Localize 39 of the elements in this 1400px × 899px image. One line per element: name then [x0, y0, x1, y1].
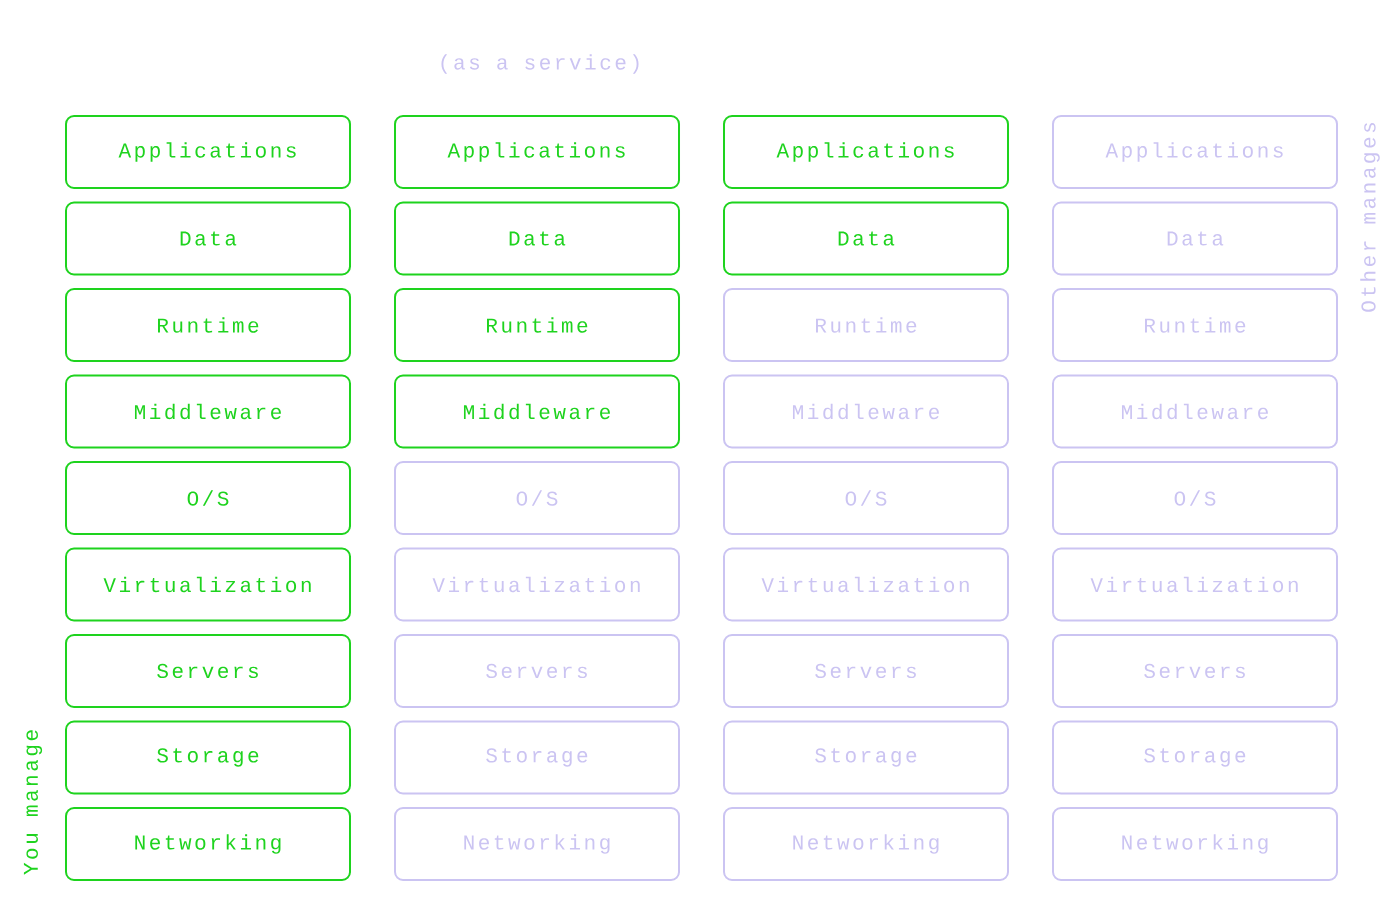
layer-box: Middleware — [1052, 374, 1338, 449]
layer-box: Virtualization — [1052, 547, 1338, 622]
layer-box: O/S — [65, 461, 351, 535]
layer-box: Virtualization — [65, 547, 351, 622]
layer-box: Virtualization — [394, 547, 680, 622]
layer-box: O/S — [394, 461, 680, 535]
layer-box: Data — [65, 201, 351, 276]
layer-box: Storage — [65, 720, 351, 795]
layer-box: Runtime — [723, 288, 1009, 362]
layer-box: Virtualization — [723, 547, 1009, 622]
layer-box: Networking — [723, 807, 1009, 881]
layer-box: Runtime — [65, 288, 351, 362]
layer-box: Runtime — [1052, 288, 1338, 362]
side-label: (as a service) — [441, 54, 639, 74]
layer-box: O/S — [1052, 461, 1338, 535]
layer-box: Servers — [1052, 634, 1338, 708]
layer-box: Applications — [1052, 115, 1338, 189]
layer-box: Storage — [1052, 720, 1338, 795]
layer-box: Data — [723, 201, 1009, 276]
layer-box: Applications — [65, 115, 351, 189]
layer-box: Middleware — [394, 374, 680, 449]
side-label: Other manages — [1360, 123, 1380, 312]
layer-box: Middleware — [65, 374, 351, 449]
layer-box: Runtime — [394, 288, 680, 362]
layer-box: Middleware — [723, 374, 1009, 449]
layer-box: Storage — [394, 720, 680, 795]
layer-box: Applications — [394, 115, 680, 189]
layer-box: Networking — [1052, 807, 1338, 881]
layer-box: O/S — [723, 461, 1009, 535]
layer-box: Servers — [394, 634, 680, 708]
layer-box: Networking — [394, 807, 680, 881]
layer-box: Data — [394, 201, 680, 276]
layer-box: Servers — [723, 634, 1009, 708]
layer-box: Storage — [723, 720, 1009, 795]
layer-box: Servers — [65, 634, 351, 708]
layer-box: Data — [1052, 201, 1338, 276]
layer-box: Networking — [65, 807, 351, 881]
side-label: You manage — [23, 730, 43, 875]
layer-box: Applications — [723, 115, 1009, 189]
